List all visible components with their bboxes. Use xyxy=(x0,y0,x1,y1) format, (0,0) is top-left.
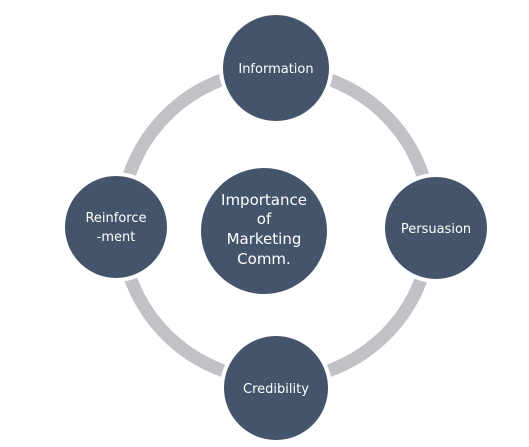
credibility-node-circle xyxy=(220,332,332,444)
center-label-line-3: Marketing xyxy=(227,230,302,248)
center-node: Importance of Marketing Comm. xyxy=(197,164,331,298)
reinforcement-label-line-1: Reinforce xyxy=(85,211,146,226)
persuasion-node: Persuasion xyxy=(381,173,491,283)
information-node: Information xyxy=(219,11,333,125)
center-label-line-2: of xyxy=(257,210,272,228)
credibility-label: Credibility xyxy=(243,382,309,397)
center-label-line-4: Comm. xyxy=(237,250,291,268)
reinforcement-label-line-2: -ment xyxy=(97,230,136,245)
center-node-circle xyxy=(197,164,331,298)
information-node-circle xyxy=(219,11,333,125)
information-label: Information xyxy=(238,62,313,77)
persuasion-label: Persuasion xyxy=(401,222,471,237)
reinforcement-node-circle xyxy=(61,172,171,282)
center-label-line-1: Importance xyxy=(221,191,307,209)
reinforcement-node: Reinforce -ment xyxy=(61,172,171,282)
credibility-node: Credibility xyxy=(220,332,332,444)
persuasion-node-circle xyxy=(381,173,491,283)
